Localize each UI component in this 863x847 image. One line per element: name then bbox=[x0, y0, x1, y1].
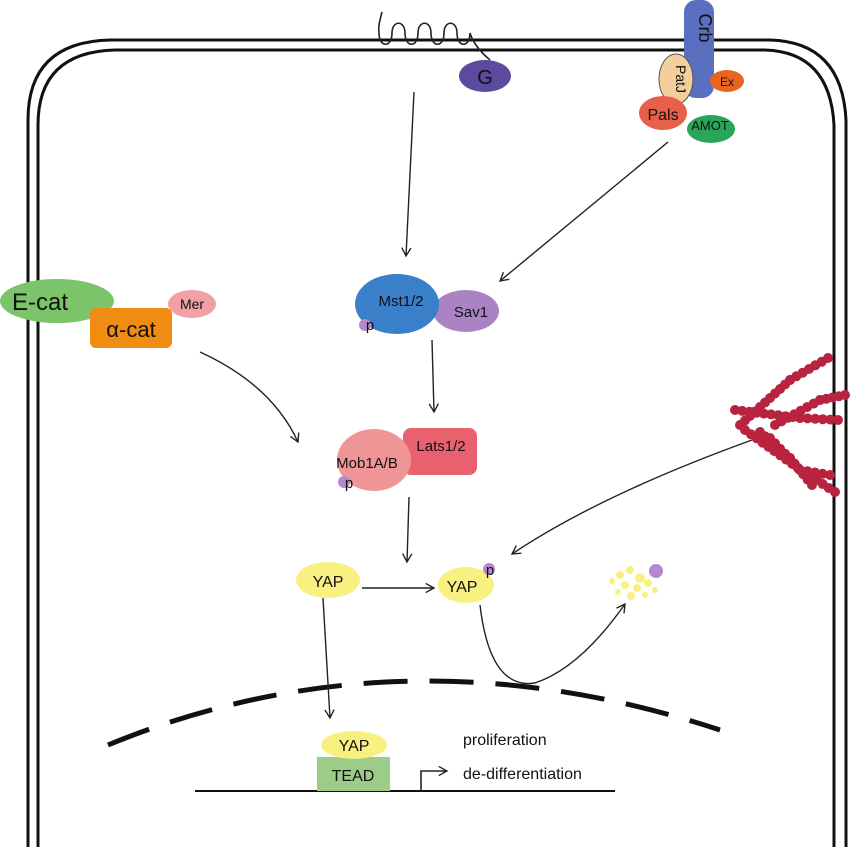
mst-label: Mst1/2 bbox=[378, 293, 423, 310]
yap-protein bbox=[296, 562, 360, 598]
arrow-g-to-mst bbox=[401, 91, 415, 258]
g-protein bbox=[459, 60, 511, 92]
mst-phospho-label: p bbox=[366, 317, 374, 334]
arrow-lats-to-yap-p bbox=[402, 496, 413, 564]
mer-label: Mer bbox=[180, 296, 204, 312]
arrow-yap-to-nucleus bbox=[322, 597, 335, 720]
amot-label: AMOT bbox=[691, 118, 729, 133]
mob-protein bbox=[337, 429, 411, 491]
sav-label: Sav1 bbox=[454, 304, 488, 321]
ecat-label: E-cat bbox=[12, 289, 68, 316]
cell-membrane-outer bbox=[26, 38, 848, 847]
yap-label: YAP bbox=[313, 574, 344, 591]
mob-phospho-label: p bbox=[345, 475, 353, 492]
arrow-amot-to-sav bbox=[498, 141, 669, 282]
arrow-actin-to-yap-p bbox=[510, 439, 753, 555]
cell-membrane-inner bbox=[36, 48, 836, 847]
sav-protein bbox=[433, 290, 499, 332]
nuclear-envelope bbox=[107, 678, 721, 748]
pals-protein bbox=[639, 96, 687, 130]
transcription-start-arrow bbox=[420, 765, 449, 791]
degraded-yap bbox=[609, 564, 663, 600]
mob-label: Mob1A/B bbox=[336, 455, 398, 472]
gpcr-receptor bbox=[377, 11, 491, 61]
ex-protein bbox=[710, 70, 744, 92]
mst-protein bbox=[355, 274, 439, 334]
mst-phospho-group bbox=[359, 319, 371, 331]
yap-phospho-p-label: p bbox=[486, 562, 494, 579]
tead-label: TEAD bbox=[332, 768, 375, 785]
ex-label: Ex bbox=[720, 75, 734, 89]
nuclear-yap-protein bbox=[321, 731, 387, 759]
crb-label: Crb bbox=[695, 13, 715, 42]
yap-phospho-group bbox=[483, 563, 495, 575]
yap-phospho-protein bbox=[438, 567, 494, 603]
outcome-dedifferentiation: de-differentiation bbox=[463, 766, 582, 783]
arrow-cat-to-mob bbox=[199, 351, 300, 444]
mer-protein bbox=[168, 290, 216, 318]
amot-protein bbox=[687, 115, 735, 143]
g-protein-label: G bbox=[477, 67, 493, 89]
tead-protein bbox=[317, 757, 390, 791]
patj-label: PatJ bbox=[673, 65, 689, 93]
pals-label: Pals bbox=[647, 107, 678, 124]
arrow-mst-to-mob bbox=[428, 339, 439, 414]
actin-filaments bbox=[730, 353, 850, 497]
ecat-protein bbox=[0, 279, 114, 323]
nuclear-yap-label: YAP bbox=[339, 738, 370, 755]
acat-protein bbox=[90, 308, 172, 348]
acat-label: α-cat bbox=[106, 317, 155, 342]
arrow-yap-p-to-degradation bbox=[479, 602, 626, 685]
mob-phospho-group bbox=[338, 476, 350, 488]
lats-label: Lats1/2 bbox=[416, 438, 465, 455]
lats-protein bbox=[403, 428, 477, 475]
outcome-proliferation: proliferation bbox=[463, 732, 547, 749]
yap-phospho-label: YAP bbox=[447, 579, 478, 596]
